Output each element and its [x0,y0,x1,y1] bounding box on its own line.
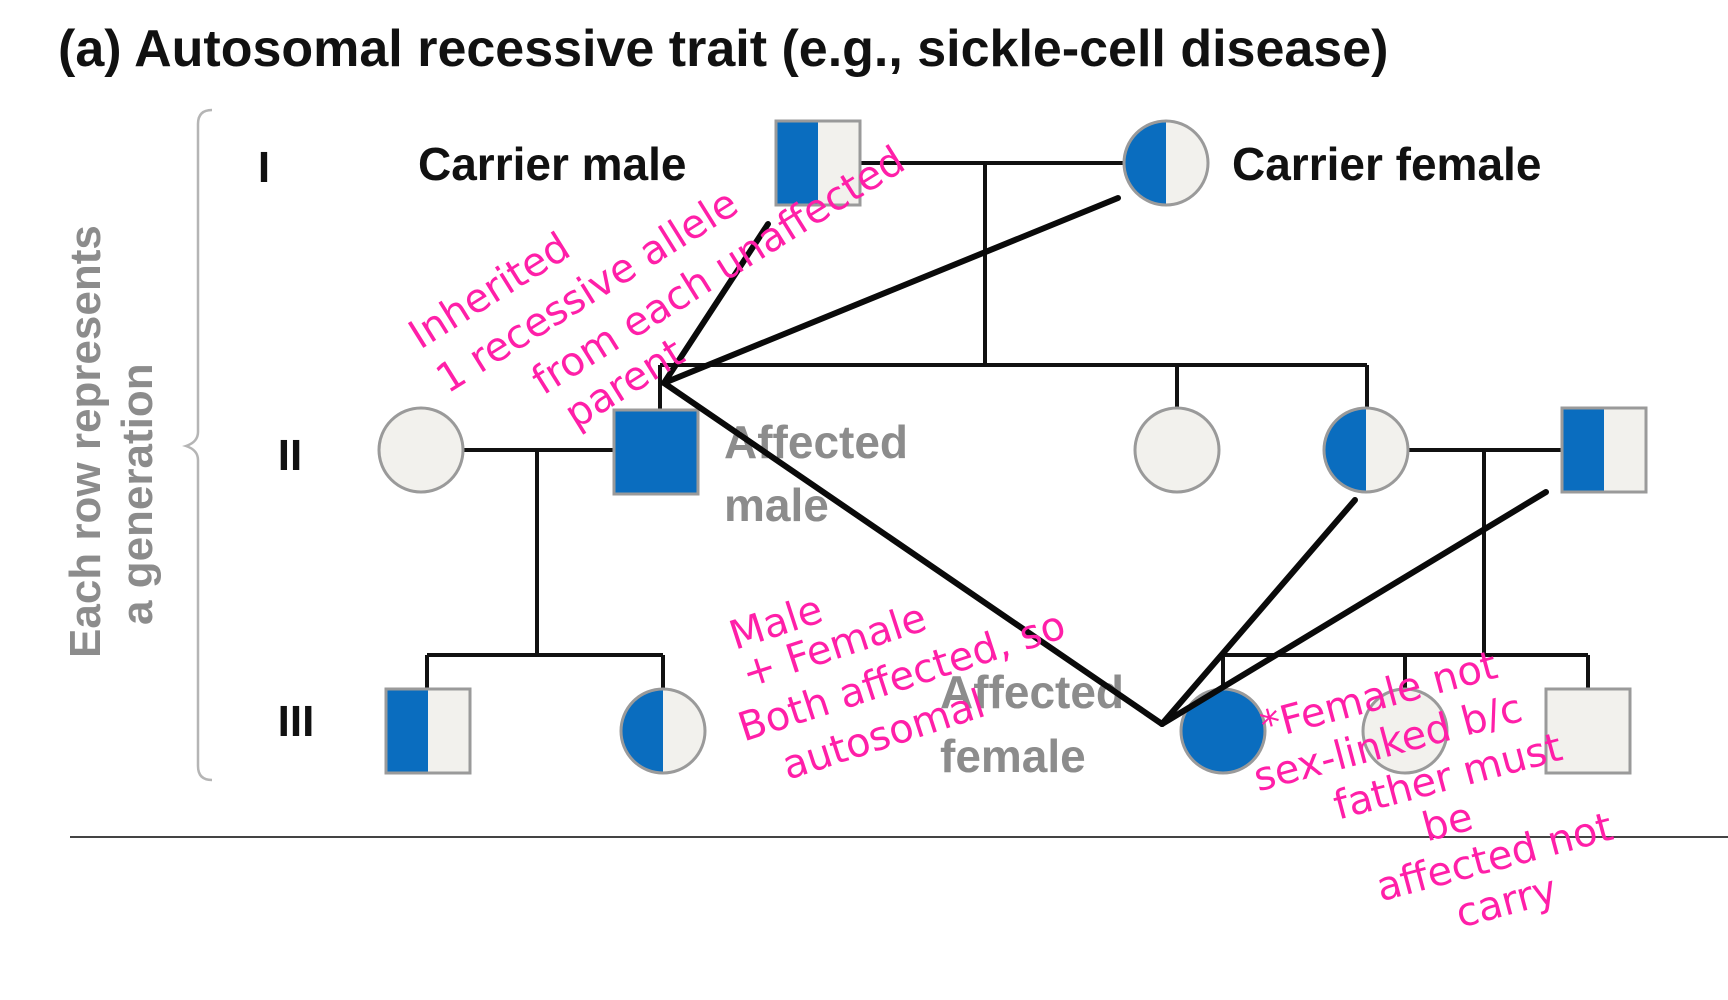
carrier-female-label: Carrier female [1232,138,1541,190]
carrier-grandson-symbol [384,687,472,775]
carrier-male-symbol [774,119,862,207]
affected-male-symbol [612,408,700,496]
carrier-male-label: Carrier male [418,138,687,190]
unaffected-grandson-symbol [1544,687,1632,775]
affected-female-label-line2: female [940,730,1086,782]
side-label-line2: a generation [113,363,162,625]
generation-label-2: II [278,431,302,480]
pedigree-lines [425,161,1590,689]
carrier-sister-symbol [1322,406,1410,494]
generation-brace [182,108,213,782]
figure-title: (a) Autosomal recessive trait (e.g., sic… [58,20,1388,78]
handwritten-lines [661,195,1549,727]
carrier-brother-in-law-symbol [1560,406,1648,494]
generation-label-3: III [278,697,315,746]
unaffected-female-symbol [377,406,465,494]
carrier-female-symbol [1122,119,1210,207]
carrier-granddaughter-symbol [619,687,707,775]
unaffected-granddaughter-symbol [1361,687,1449,775]
unaffected-sibling-female-symbol [1133,406,1221,494]
annotation-female-note: *Female not sex-linked b/c father must b… [1249,642,1618,937]
affected-male-label-line2: male [724,479,829,531]
generation-label-1: I [258,143,270,192]
side-label-line1: Each row represents [61,225,110,658]
